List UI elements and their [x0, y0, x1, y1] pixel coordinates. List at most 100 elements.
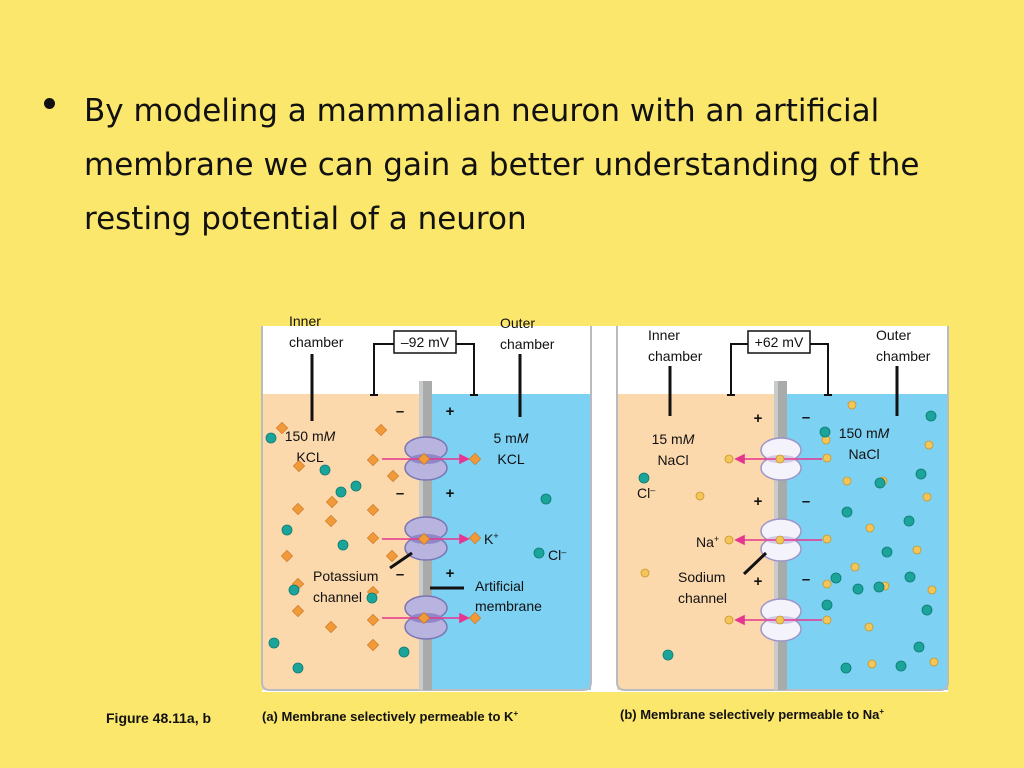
panel-a-membrane-label-2: membrane	[475, 598, 542, 614]
panel-a-inner-solute: KCL	[296, 449, 323, 465]
panel-a-channel-label-1: Potassium	[313, 568, 378, 584]
panel-b-inner-fluid	[617, 394, 775, 690]
sodium-ion	[822, 453, 832, 463]
panel-b-outer-fluid	[787, 394, 948, 690]
sodium-ion	[927, 585, 937, 595]
chloride-ion	[350, 480, 362, 492]
panel-b-inner-sign: +	[754, 493, 763, 510]
chloride-ion	[830, 572, 842, 584]
panel-b-inner-solute: NaCl	[657, 452, 688, 468]
panel-b-caption: (b) Membrane selectively permeable to Na…	[620, 707, 884, 722]
sodium-ion	[695, 491, 705, 501]
panel-a-outer-fluid	[432, 394, 591, 690]
potassium-ion	[275, 421, 289, 435]
panel-a-chloride-label: Cl–	[548, 547, 566, 563]
chloride-ion	[821, 599, 833, 611]
chloride-ion	[398, 646, 410, 658]
panel-a-inner-sign: –	[396, 485, 404, 502]
sodium-ion	[822, 615, 832, 625]
sodium-ion	[775, 454, 785, 464]
panel-a: –92 mV Inner chamber Outer chamber 150 m…	[261, 313, 592, 691]
sodium-ion	[864, 622, 874, 632]
potassium-ion	[291, 502, 305, 516]
panel-b-outer-label-2: chamber	[876, 348, 931, 364]
chloride-ion	[921, 604, 933, 616]
sodium-ion	[724, 615, 734, 625]
panel-a-channel-label-2: channel	[313, 589, 362, 605]
sodium-ion	[912, 545, 922, 555]
potassium-ion	[366, 453, 380, 467]
panel-b-outer-sign: –	[802, 571, 810, 588]
panel-b-ions	[638, 400, 939, 674]
panel-a-caption: (a) Membrane selectively permeable to K+	[262, 709, 518, 724]
chloride-ion	[335, 486, 347, 498]
sodium-ion	[724, 535, 734, 545]
panel-b-outer-sign: –	[802, 409, 810, 426]
sodium-ion	[929, 657, 939, 667]
panel-b-inner-sign: +	[754, 410, 763, 427]
potassium-ion	[366, 531, 380, 545]
chloride-ion	[265, 432, 277, 444]
panel-b-outer-sign: –	[802, 493, 810, 510]
sodium-ion	[822, 579, 832, 589]
chloride-ion	[895, 660, 907, 672]
panel-b-outer-solute: NaCl	[848, 446, 879, 462]
chloride-ion	[852, 583, 864, 595]
panel-a-inner-concentration: 150 mM	[285, 428, 336, 444]
figure-reference: Figure 48.11a, b	[106, 710, 211, 726]
chloride-ion	[841, 506, 853, 518]
potassium-ion	[366, 638, 380, 652]
panel-b-sodium-label: Na+	[696, 534, 719, 550]
potassium-ion	[468, 611, 482, 625]
chloride-ion	[881, 546, 893, 558]
panel-b-chloride-label: Cl–	[637, 485, 655, 501]
bullet-text: By modeling a mammalian neuron with an a…	[84, 93, 920, 237]
sodium-ion	[822, 534, 832, 544]
chloride-ion	[288, 584, 300, 596]
sodium-ion	[867, 659, 877, 669]
chloride-ion	[540, 493, 552, 505]
chloride-ion	[819, 426, 831, 438]
panel-a-inner-label-1: Inner	[289, 313, 321, 329]
sodium-ion	[775, 535, 785, 545]
bullet-point: By modeling a mammalian neuron with an a…	[44, 84, 944, 246]
potassium-ion	[417, 452, 431, 466]
potassium-ion	[291, 604, 305, 618]
potassium-ion	[366, 503, 380, 517]
panel-b-outer-concentration: 150 mM	[839, 425, 890, 441]
sodium-ion	[640, 568, 650, 578]
chloride-ion	[904, 571, 916, 583]
potassium-ion	[324, 514, 338, 528]
chloride-ion	[292, 662, 304, 674]
panel-a-voltmeter	[393, 330, 457, 354]
panel-a-outer-solute: KCL	[497, 451, 524, 467]
panel-a-outer-concentration: 5 mM	[493, 430, 528, 446]
panel-a-outer-label-2: chamber	[500, 336, 555, 352]
panel-a-outer-sign: +	[446, 485, 455, 502]
sodium-ion	[922, 492, 932, 502]
chloride-ion	[268, 637, 280, 649]
panel-b-outer-label-1: Outer	[876, 327, 911, 343]
chloride-ion	[281, 524, 293, 536]
chloride-ion	[366, 592, 378, 604]
sodium-ion	[775, 615, 785, 625]
potassium-ion	[280, 549, 294, 563]
panel-a-inner-sign: –	[396, 403, 404, 420]
panel-b-voltmeter	[747, 330, 811, 354]
panel-b-channel	[760, 437, 802, 481]
potassium-ion	[417, 532, 431, 546]
chloride-ion	[533, 547, 545, 559]
chloride-ion	[319, 464, 331, 476]
panel-a-outer-label-1: Outer	[500, 315, 535, 331]
sodium-ion	[924, 440, 934, 450]
sodium-ion	[724, 454, 734, 464]
sodium-ion	[847, 400, 857, 410]
chloride-ion	[662, 649, 674, 661]
potassium-ion	[366, 613, 380, 627]
panel-a-membrane-label-1: Artificial	[475, 578, 524, 594]
panel-a-inner-label-2: chamber	[289, 334, 344, 350]
potassium-ion	[292, 459, 306, 473]
potassium-ion	[385, 549, 399, 563]
sodium-ion	[842, 476, 852, 486]
